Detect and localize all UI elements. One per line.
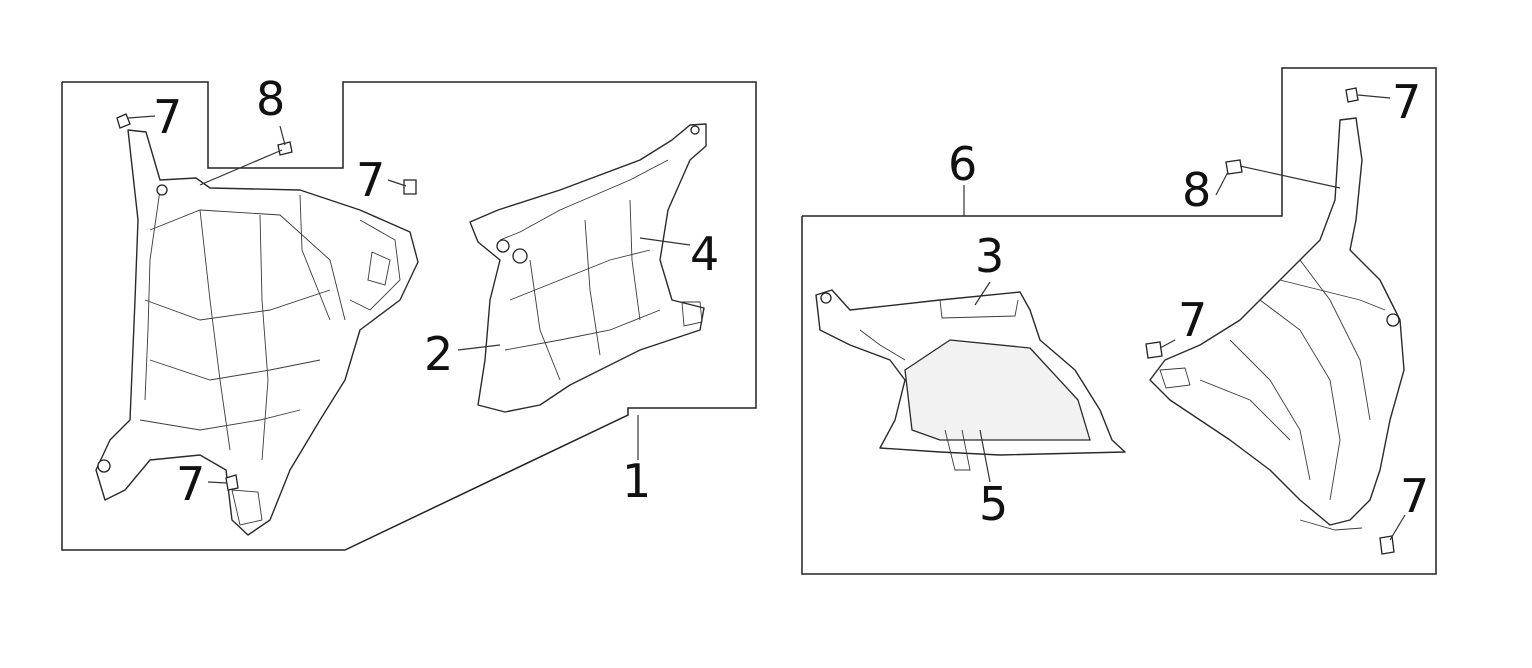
callout-part-3: 3 — [975, 229, 1004, 283]
callout-right-screw: 8 — [1182, 163, 1211, 217]
part-4-inner-cover — [469, 123, 707, 413]
left-clip-mid-icon — [403, 179, 417, 195]
part-5-lower-cover — [815, 289, 1126, 471]
callout-right-clip-top: 7 — [1392, 75, 1421, 129]
callout-left-clip-mid: 7 — [356, 153, 385, 207]
right-clip-bottom-icon — [1379, 535, 1395, 555]
callout-assembly-1: 1 — [622, 454, 651, 508]
leader-lines — [127, 94, 1406, 541]
callout-part-5: 5 — [979, 477, 1008, 531]
callout-assembly-6: 6 — [948, 137, 977, 191]
right-assembly-frame — [801, 67, 1437, 575]
right-clip-top-icon — [1345, 87, 1359, 103]
callout-part-2: 2 — [424, 327, 453, 381]
callout-right-clip-mid: 7 — [1178, 293, 1207, 347]
callout-part-4: 4 — [690, 227, 719, 281]
left-clip-top-icon — [116, 113, 131, 129]
left-clip-bottom-icon — [225, 474, 239, 491]
callout-left-clip-top: 7 — [153, 90, 182, 144]
right-screw-icon — [1225, 159, 1243, 175]
right-side-cover-panel — [1149, 117, 1405, 531]
callout-left-clip-bottom: 7 — [176, 457, 205, 511]
left-side-cover-panel — [95, 129, 419, 536]
callout-right-clip-bottom: 7 — [1400, 469, 1429, 523]
callout-left-screw-top: 8 — [256, 72, 285, 126]
left-assembly-frame — [61, 81, 757, 551]
right-clip-mid-icon — [1145, 341, 1163, 359]
